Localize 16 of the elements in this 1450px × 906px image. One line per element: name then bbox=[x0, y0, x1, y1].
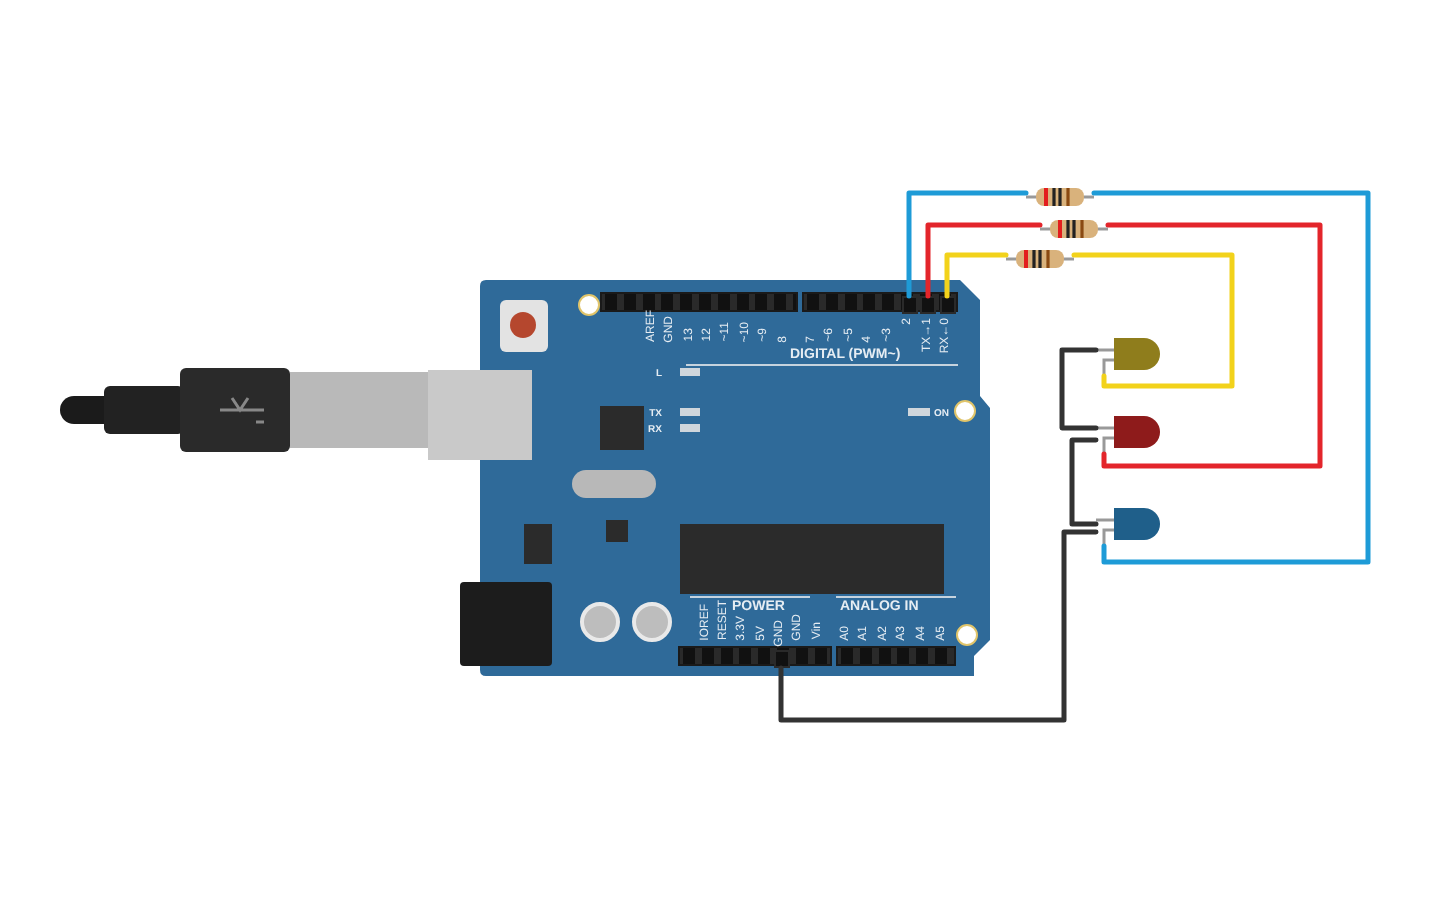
led bbox=[1096, 410, 1160, 454]
wire bbox=[925, 222, 1043, 299]
microcontroller-chip bbox=[680, 524, 944, 594]
wire bbox=[1091, 190, 1371, 565]
resistor bbox=[1026, 182, 1094, 204]
wire bbox=[778, 529, 1099, 723]
resistor bbox=[1040, 214, 1108, 236]
wire bbox=[1059, 347, 1099, 431]
wire bbox=[944, 252, 1009, 299]
wire bbox=[906, 190, 1029, 299]
wire bbox=[1101, 222, 1323, 469]
led bbox=[1096, 332, 1160, 376]
led bbox=[1096, 502, 1160, 546]
resistor bbox=[1006, 244, 1074, 266]
wire bbox=[1071, 252, 1235, 389]
wire bbox=[1069, 437, 1099, 527]
